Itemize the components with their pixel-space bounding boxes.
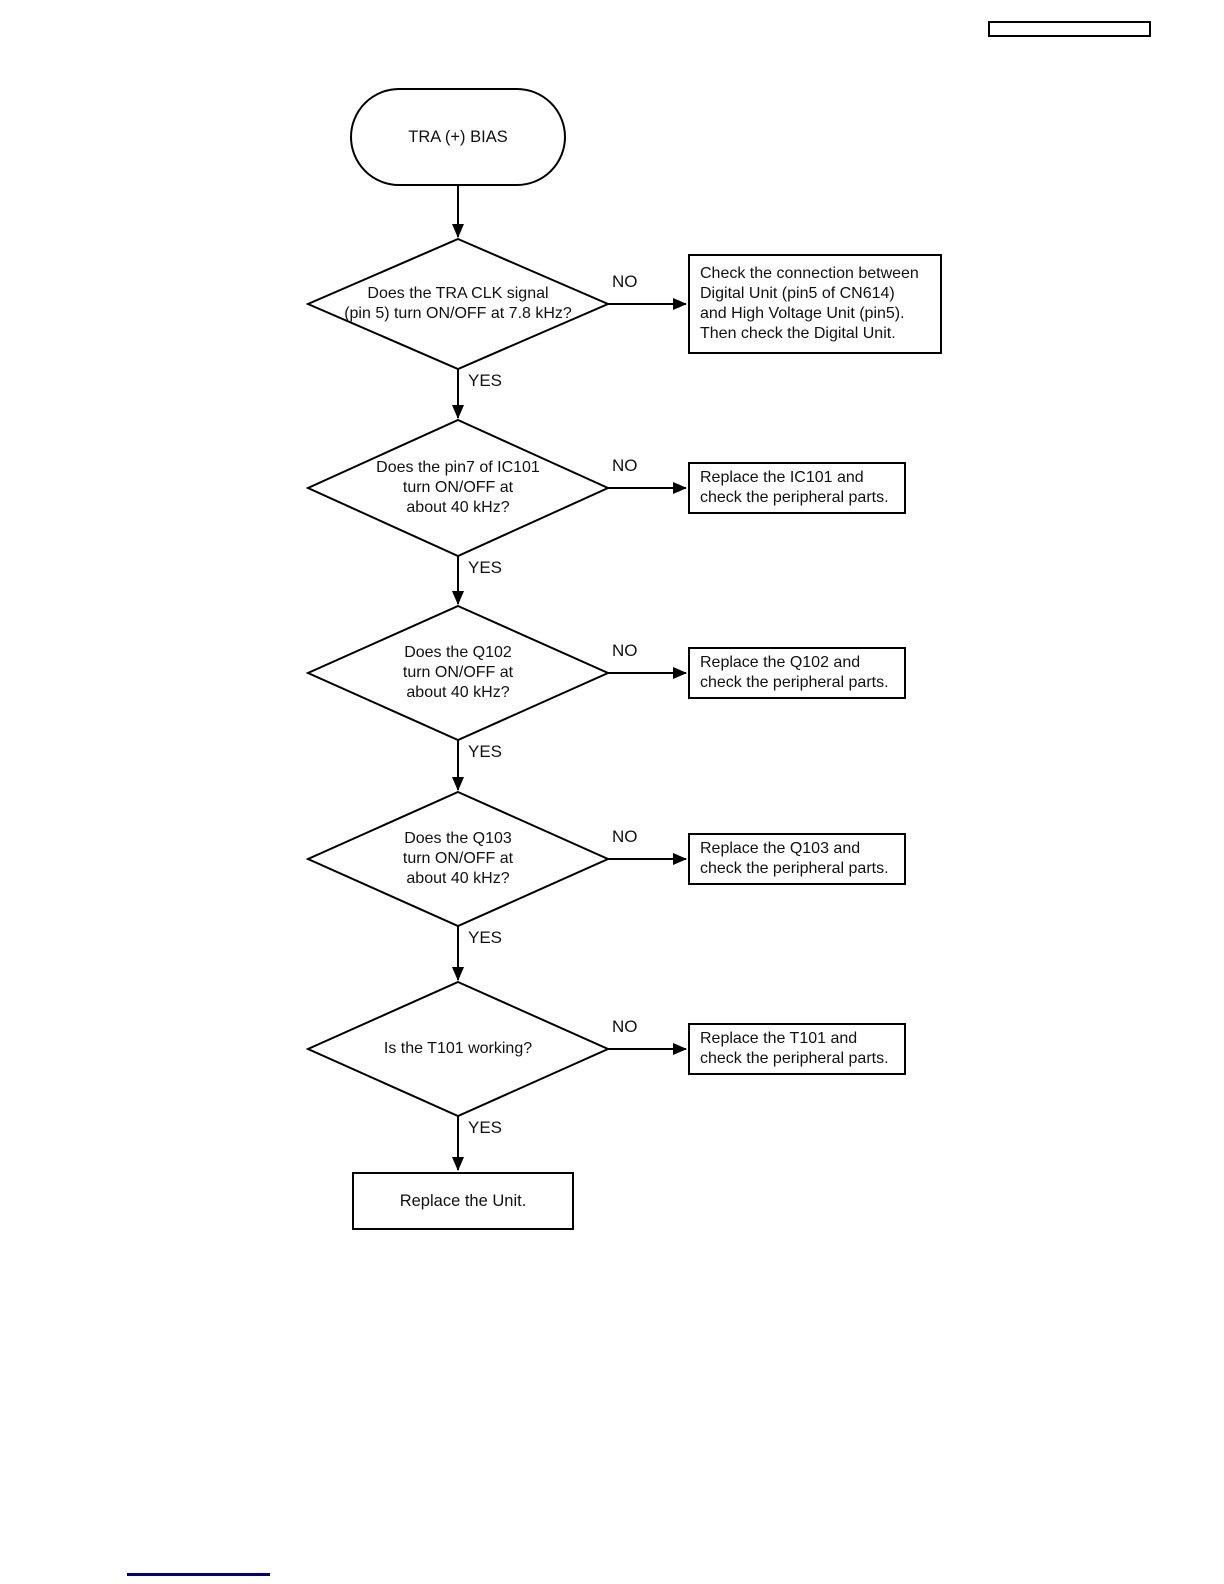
yes-branch-label: YES <box>468 558 503 577</box>
action-line: check the peripheral parts. <box>700 489 889 506</box>
action-line: Replace the IC101 and <box>700 469 864 486</box>
decision-q102: Does the Q102 turn ON/OFF at about 40 kH… <box>308 606 608 740</box>
action-line: and High Voltage Unit (pin5). <box>700 305 905 322</box>
end-box-label: Replace the Unit. <box>399 1191 527 1210</box>
decision-line: Does the Q102 <box>404 644 512 661</box>
decision-line: Is the T101 working? <box>383 1040 533 1057</box>
yes-branch-label: YES <box>468 1118 503 1137</box>
decision-line: (pin 5) turn ON/OFF at 7.8 kHz? <box>344 305 572 322</box>
no-branch-label: NO <box>612 1017 638 1036</box>
action-line: check the peripheral parts. <box>700 674 889 691</box>
no-branch-label: NO <box>612 641 638 660</box>
decision-tra-clk-signal: Does the TRA CLK signal (pin 5) turn ON/… <box>308 239 608 369</box>
decision-text: Does the pin7 of IC101 turn ON/OFF at ab… <box>308 420 608 556</box>
action-line: Replace the Q103 and <box>700 840 861 857</box>
decision-q103: Does the Q103 turn ON/OFF at about 40 kH… <box>308 792 608 926</box>
action-replace-t101: Replace the T101 and check the periphera… <box>688 1023 906 1075</box>
decision-line: Does the TRA CLK signal <box>367 285 549 302</box>
yes-branch-label: YES <box>468 742 503 761</box>
start-terminal-label: TRA (+) BIAS <box>408 127 508 146</box>
action-line: Replace the Q102 and <box>700 654 861 671</box>
no-branch-label: NO <box>612 272 638 291</box>
decision-pin7-ic101: Does the pin7 of IC101 turn ON/OFF at ab… <box>308 420 608 556</box>
decision-text: Does the TRA CLK signal (pin 5) turn ON/… <box>308 239 608 369</box>
diamond-shape <box>308 606 608 740</box>
header-reference-box <box>988 21 1151 37</box>
action-replace-q102: Replace the Q102 and check the periphera… <box>688 647 906 699</box>
action-check-connection: Check the connection between Digital Uni… <box>688 254 942 354</box>
diamond-shape <box>308 792 608 926</box>
decision-line: about 40 kHz? <box>406 684 510 701</box>
action-line: Replace the T101 and <box>700 1030 858 1047</box>
decision-text: Does the Q102 turn ON/OFF at about 40 kH… <box>308 606 608 740</box>
end-replace-unit-box: Replace the Unit. <box>352 1172 574 1230</box>
no-branch-label: NO <box>612 456 638 475</box>
no-branch-label: NO <box>612 827 638 846</box>
decision-line: about 40 kHz? <box>406 870 510 887</box>
action-replace-q103: Replace the Q103 and check the periphera… <box>688 833 906 885</box>
decision-line: turn ON/OFF at <box>402 850 514 867</box>
diamond-shape <box>308 982 608 1116</box>
yes-branch-label: YES <box>468 928 503 947</box>
decision-text: Does the Q103 turn ON/OFF at about 40 kH… <box>308 792 608 926</box>
action-line: Check the connection between <box>700 265 919 282</box>
start-terminal: TRA (+) BIAS <box>350 88 566 186</box>
decision-line: turn ON/OFF at <box>402 664 514 681</box>
diamond-shape <box>308 239 608 369</box>
action-line: Digital Unit (pin5 of CN614) <box>700 285 895 302</box>
yes-branch-label: YES <box>468 371 503 390</box>
decision-line: about 40 kHz? <box>406 499 510 516</box>
decision-t101-working: Is the T101 working? <box>308 982 608 1116</box>
action-line: check the peripheral parts. <box>700 860 889 877</box>
footer-link-underline[interactable] <box>127 1573 270 1576</box>
decision-line: turn ON/OFF at <box>402 479 514 496</box>
decision-line: Does the pin7 of IC101 <box>376 459 540 476</box>
action-line: Then check the Digital Unit. <box>700 325 896 342</box>
action-replace-ic101: Replace the IC101 and check the peripher… <box>688 462 906 514</box>
decision-line: Does the Q103 <box>404 830 512 847</box>
diamond-shape <box>308 420 608 556</box>
decision-text: Is the T101 working? <box>308 982 608 1116</box>
action-line: check the peripheral parts. <box>700 1050 889 1067</box>
